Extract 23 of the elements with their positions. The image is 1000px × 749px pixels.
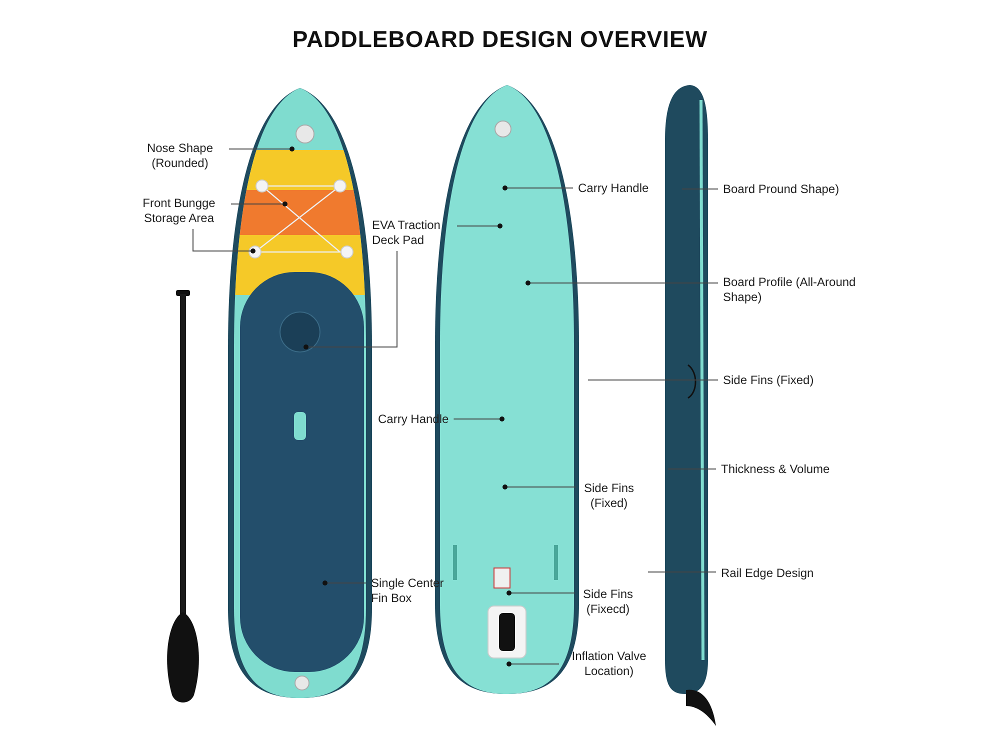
callout-label: Rail Edge Design — [721, 566, 814, 581]
leader-line — [324, 582, 366, 584]
callout-label: EVA Traction Deck Pad — [372, 218, 452, 248]
leader-line — [192, 228, 254, 252]
leader-line — [668, 468, 716, 470]
leader-line — [504, 486, 576, 488]
callout-label: Board Pround Shape) — [723, 182, 840, 197]
leader-line — [453, 418, 502, 420]
leader-line — [508, 592, 576, 594]
callout-label: Side Fins (Fixed) — [581, 481, 637, 511]
leader-line — [528, 282, 718, 284]
callout-label: Carry Handle — [578, 181, 649, 196]
leader-line — [306, 250, 398, 348]
leader-line — [682, 188, 718, 190]
callout-label: Board Profile (All-Around Shape) — [723, 275, 881, 305]
diagram-title: PADDLEBOARD DESIGN OVERVIEW — [291, 26, 709, 53]
callout-label: Nose Shape (Rounded) — [136, 141, 224, 171]
callout-label: Side Fins (Fixecd) — [580, 587, 636, 617]
callout-label: Thickness & Volume — [721, 462, 830, 477]
leader-line — [228, 148, 292, 150]
callout-label: Side Fins (Fixed) — [723, 373, 814, 388]
callout-label: Inflation Valve Location) — [564, 649, 654, 679]
callout-label: Front Bungge Storage Area — [132, 196, 226, 226]
